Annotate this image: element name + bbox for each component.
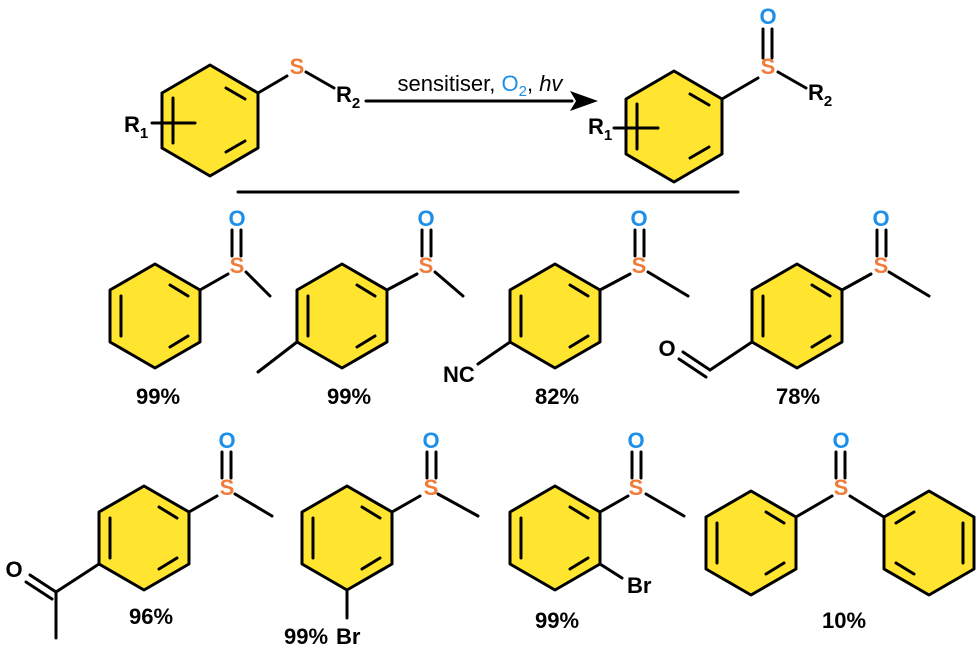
oxygen-label: O [228,206,245,231]
oxygen-label: O [218,428,235,453]
sulfur-label: S [632,253,647,278]
benzene-ring-left [704,489,798,597]
compound-4-methylphenyl-methyl-sulfoxide: S O 99% [256,206,465,409]
benzene-ring [108,262,202,370]
compound-diphenyl-sulfoxide: S O 10% [704,428,976,633]
sulfur-label: S [419,253,434,278]
bromine-bond [598,562,624,580]
aldehyde-co-bond-1 [681,350,712,372]
aldehyde-co-bond-2 [677,357,708,379]
yield-label: 10% [822,608,866,633]
sulfur-label: S [874,253,889,278]
yield-label: 82% [535,384,579,409]
benzene-ring-right [882,489,976,597]
reactant-sulfur-label: S [290,54,305,79]
compound-4-acetylphenyl-methyl-sulfoxide: S O O 96% [5,428,274,640]
reactant-thioether: S R2 R1 [124,54,360,178]
reactant-r2-label: R2 [336,82,360,112]
benzene-ring [97,484,191,592]
oxygen-label: O [627,428,644,453]
product-sulfur-label: S [761,54,776,79]
acetyl-co-bond-2 [24,580,54,601]
yield-label: 78% [776,384,820,409]
sulfur-label: S [230,253,245,278]
reactant-benzene-ring [160,63,260,178]
condition-sensitiser: sensitiser, [398,71,502,96]
compound-4-cyanophenyl-methyl-sulfoxide: S O NC 82% [443,206,690,409]
sulfur-label: S [424,475,439,500]
reaction-arrow: sensitiser, O2, hv [364,71,598,111]
reactant-s-r2-bond [304,70,336,90]
compound-phenyl-methyl-sulfoxide: S O 99% [108,206,272,409]
bromine-label: Br [336,624,361,649]
benzene-ring [508,484,602,592]
reaction-conditions: sensitiser, O2, hv [398,71,565,100]
arrow-head [570,91,598,111]
benzene-ring [750,262,844,370]
benzene-ring [295,262,389,370]
benzene-ring [300,484,394,592]
nitrile-label: NC [443,362,475,387]
product-oxygen-label: O [759,4,776,29]
condition-oxygen: O [501,71,518,96]
yield-label: 99% [136,384,180,409]
product-s-r2-bond [776,70,808,90]
condition-light: hv [539,71,564,96]
sulfur-label: S [629,475,644,500]
yield-label: 99% [327,384,371,409]
aldehyde-oxygen-label: O [658,336,675,361]
product-r2-label: R2 [808,80,832,110]
oxygen-label: O [832,428,849,453]
acetyl-co-bond-1 [28,573,58,594]
yield-label: 99% [284,624,328,649]
methyl-bond [256,340,299,374]
reactant-c-s-bond [256,74,289,95]
bromine-label: Br [627,573,652,598]
sulfur-label: S [834,475,849,500]
product-sulfoxide: S O R2 R1 [588,4,832,184]
oxygen-label: O [872,206,889,231]
aldehyde-c-bond [708,340,754,372]
yield-label: 96% [129,604,173,629]
oxygen-label: O [422,428,439,453]
product-c-s-bond [720,76,760,101]
nitrile-bond [476,340,512,366]
yield-label: 99% [535,608,579,633]
oxygen-label: O [630,206,647,231]
acetyl-oxygen-label: O [5,557,22,582]
compound-2-bromophenyl-methyl-sulfoxide: S O Br 99% [508,428,686,633]
sulfur-label: S [220,475,235,500]
acetyl-c-bond [54,562,101,594]
oxygen-label: O [417,206,434,231]
product-r1-label: R1 [588,114,612,144]
compound-3-bromophenyl-methyl-sulfoxide: S O Br 99% [284,428,480,649]
compound-4-formylphenyl-methyl-sulfoxide: S O O 78% [658,206,931,409]
reactant-r1-label: R1 [124,112,148,142]
benzene-ring [508,262,602,370]
